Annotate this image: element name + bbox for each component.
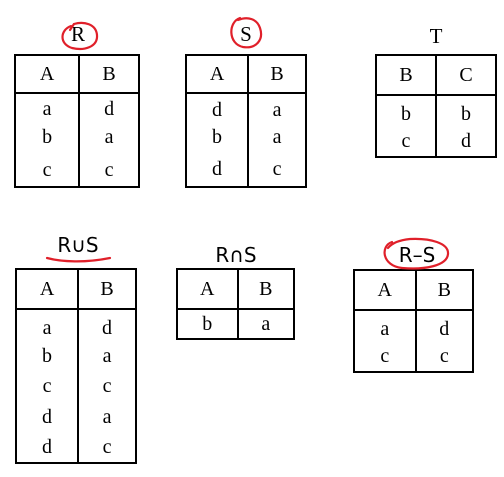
- table-title-union: R∪S: [57, 233, 99, 257]
- table-title-S: S: [240, 22, 252, 46]
- relation-table-T: B C b b c d: [375, 54, 497, 158]
- table-cell: b: [435, 95, 496, 126]
- table-cell: d: [78, 93, 139, 122]
- header-cell: A: [15, 55, 80, 94]
- underline-annotation-icon: [45, 256, 112, 263]
- header-cell: B: [78, 55, 139, 94]
- table-cell: c: [77, 371, 136, 403]
- table-cell: a: [77, 402, 136, 433]
- table-cell: c: [247, 153, 306, 187]
- table-cell: a: [77, 341, 136, 372]
- header-cell: C: [435, 55, 496, 96]
- table-cell: d: [42, 405, 53, 428]
- table-cell: a: [247, 122, 306, 154]
- table-cell: d: [212, 158, 223, 181]
- header-cell: A: [16, 269, 79, 310]
- header-cell: B: [376, 55, 436, 96]
- header-cell: A: [177, 269, 238, 310]
- table-cell: a: [236, 309, 294, 339]
- header-cell: B: [236, 269, 294, 310]
- table-cell: d: [77, 309, 136, 342]
- header-cell: B: [247, 55, 306, 94]
- table-cell: b: [401, 102, 411, 125]
- table-cell: c: [78, 154, 139, 187]
- table-cell: d: [212, 98, 223, 121]
- table-title-minus: R–S: [398, 243, 436, 267]
- table-cell: c: [380, 345, 390, 367]
- table-cell: d: [435, 126, 496, 157]
- relation-table-minus: A B a d c c: [353, 269, 474, 373]
- header-cell: A: [354, 270, 416, 311]
- table-cell: b: [42, 126, 53, 149]
- table-cell: a: [247, 93, 306, 123]
- header-cell: B: [77, 269, 136, 310]
- relation-table-S: A B d a b a d c: [185, 54, 307, 188]
- table-cell: b: [42, 345, 53, 368]
- table-title-intersect: R∩S: [215, 243, 257, 267]
- table-cell: c: [414, 342, 473, 372]
- table-cell: a: [380, 318, 390, 340]
- header-cell: B: [414, 270, 473, 311]
- table-cell: a: [42, 317, 52, 340]
- table-cell: b: [212, 126, 223, 149]
- table-cell: c: [42, 375, 52, 398]
- table-cell: d: [42, 435, 53, 458]
- table-cell: c: [401, 129, 411, 152]
- header-cell: A: [186, 55, 249, 94]
- table-cell: a: [78, 121, 139, 155]
- table-title-R: R: [70, 22, 85, 46]
- table-cell: c: [77, 432, 136, 463]
- table-cell: d: [414, 310, 473, 342]
- table-title-T: T: [429, 24, 443, 48]
- table-cell: c: [42, 158, 52, 181]
- table-cell: a: [42, 98, 52, 121]
- table-cell: b: [202, 312, 213, 335]
